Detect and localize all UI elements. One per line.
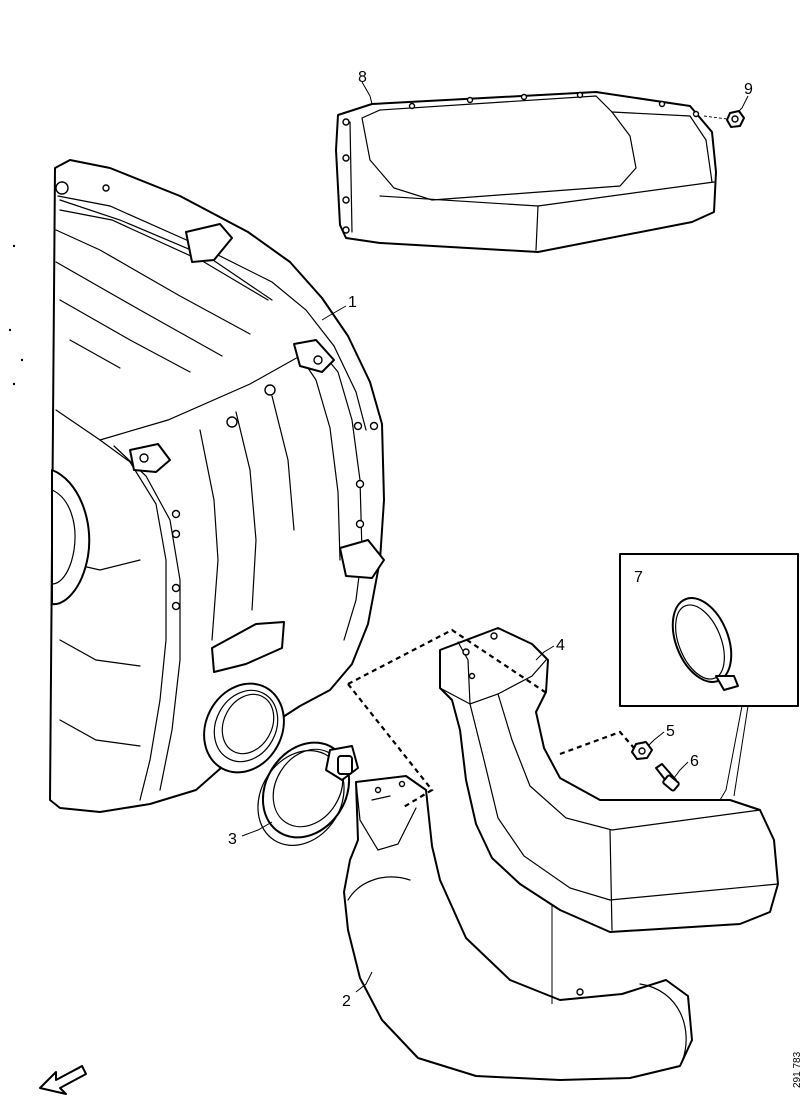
nut-5 [631, 741, 653, 760]
callout-4: 4 [556, 637, 565, 654]
callout-5: 5 [666, 723, 675, 740]
direction-arrow-icon [39, 1065, 87, 1095]
bolt-6 [655, 763, 680, 792]
clamp-3 [257, 741, 359, 847]
silencer-housing [49, 159, 385, 813]
detail-box-7 [619, 553, 799, 801]
callout-2: 2 [342, 993, 351, 1010]
callout-6: 6 [690, 753, 699, 770]
callout-1: 1 [348, 294, 357, 311]
callout-labels: 8 9 1 4 5 6 7 3 2 [228, 69, 753, 1010]
callout-8: 8 [358, 69, 367, 86]
reference-number: 291 783 [792, 1051, 803, 1088]
callout-3: 3 [228, 831, 237, 848]
leader-lines [241, 81, 749, 1004]
callout-9: 9 [744, 81, 753, 98]
assembly-dashed-lines [347, 628, 635, 809]
heat-shield-cover [335, 91, 717, 253]
exhaust-pipe-2 [343, 775, 693, 1081]
nut-9 [703, 110, 745, 128]
tail-pipe-4 [439, 627, 779, 933]
callout-7: 7 [634, 569, 643, 586]
